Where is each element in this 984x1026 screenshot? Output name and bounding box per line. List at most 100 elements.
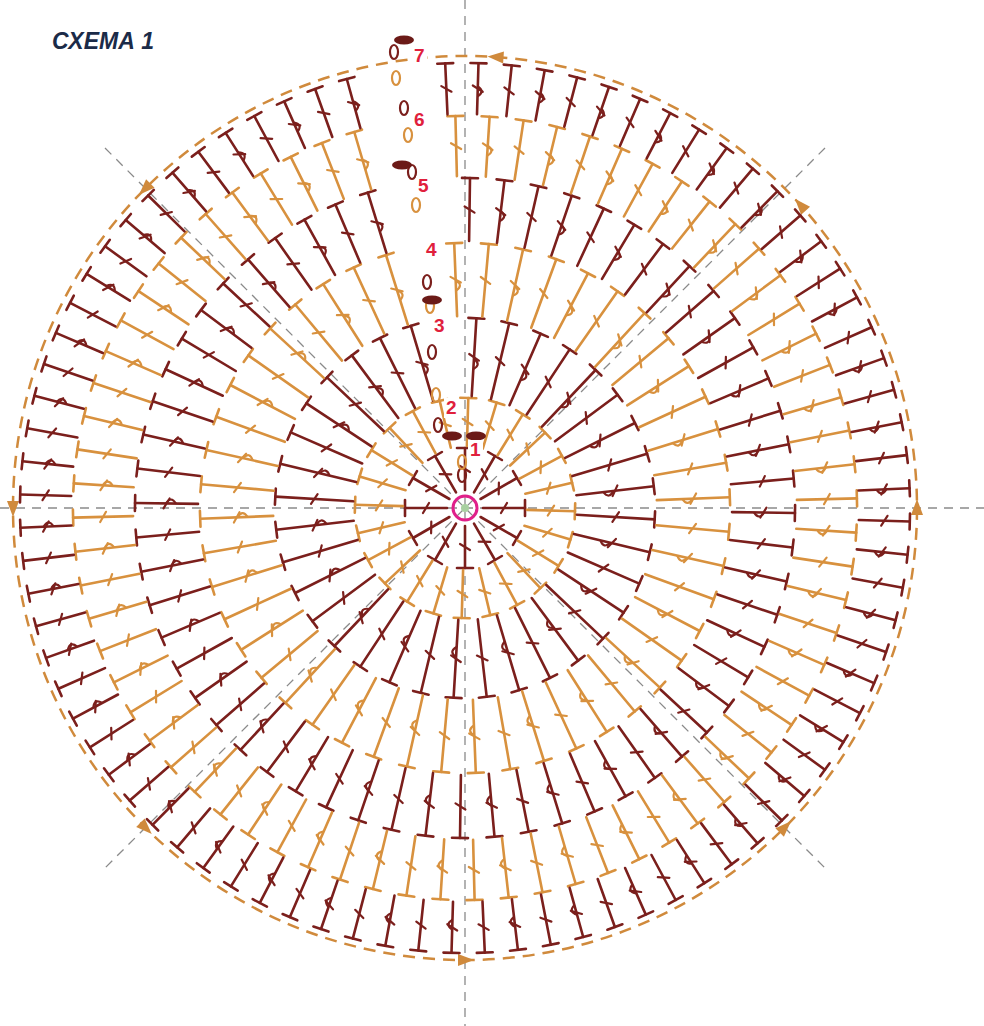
stitch-top <box>91 375 96 390</box>
stitch-crossbar <box>608 459 611 470</box>
stitch-stem <box>748 304 799 335</box>
stitch-top <box>315 140 330 146</box>
stitch-stem <box>407 561 432 602</box>
stitch-crossbar <box>336 774 343 784</box>
stitch-stem <box>724 805 758 844</box>
stitch-stem <box>171 728 216 768</box>
stitch-stem <box>204 541 276 554</box>
post-wave <box>754 208 761 215</box>
stitch-stem <box>354 268 385 334</box>
direction-arrow <box>911 499 923 515</box>
post-wave <box>332 569 341 575</box>
post-wave <box>853 366 862 372</box>
stitch-top <box>908 480 911 496</box>
post-wave <box>248 570 258 575</box>
stitch-top <box>662 838 676 846</box>
stitch-crossbar <box>591 844 603 846</box>
stitch-crossbar <box>110 728 113 740</box>
stitch-stem <box>392 768 406 829</box>
stitch-stem <box>497 180 505 243</box>
stitch-stem <box>89 602 147 619</box>
stitch-crossbar <box>416 922 425 929</box>
stitch-stem <box>827 663 874 683</box>
stitch-crossbar <box>569 610 580 613</box>
stitch-crossbar <box>418 431 430 434</box>
post-wave <box>166 499 176 503</box>
stitch-top <box>34 619 38 634</box>
row-number: 2 <box>444 398 459 418</box>
post-wave <box>366 782 372 792</box>
post-wave <box>57 399 67 404</box>
stitch-crossbar <box>59 614 62 625</box>
stitch-top <box>319 804 334 811</box>
stitch-stem <box>114 656 168 683</box>
post-wave <box>817 530 827 534</box>
stitch-stem <box>649 182 682 232</box>
post-wave <box>51 584 61 589</box>
stitch-stem <box>788 586 846 600</box>
post-wave <box>422 365 427 375</box>
stitch-stem <box>70 303 115 327</box>
stitch-top <box>345 351 358 361</box>
stitch-crossbar <box>511 281 520 289</box>
stitch-stem <box>262 631 318 678</box>
stitch-top <box>600 728 614 737</box>
stitch-stem <box>515 608 550 678</box>
stitch-crossbar <box>208 172 220 173</box>
stitch-top <box>171 842 183 852</box>
stitch-crossbar <box>804 620 813 628</box>
post-wave <box>377 851 382 861</box>
stitch-top <box>854 456 856 472</box>
post-wave <box>604 761 610 770</box>
stitch-crossbar <box>801 370 803 382</box>
stitch-crossbar <box>406 862 415 869</box>
stitch-top <box>72 510 75 526</box>
stitch-top <box>289 787 303 795</box>
stitch-top <box>793 471 794 487</box>
stitch-top <box>512 688 527 693</box>
stitch-stem <box>551 196 571 256</box>
stitch-crossbar <box>178 408 187 416</box>
stitch-top <box>360 190 375 195</box>
post-wave <box>220 673 228 680</box>
stitch-top <box>568 882 583 887</box>
stitch-top <box>722 558 726 574</box>
stitch-stem <box>100 629 156 651</box>
stitch-stem <box>304 220 335 275</box>
post-wave <box>572 905 577 915</box>
stitch-crossbar <box>531 861 542 865</box>
stitch-crossbar <box>716 658 726 664</box>
stitch-crossbar <box>391 289 402 292</box>
stitch-top <box>457 567 473 570</box>
stitch-top <box>364 553 372 567</box>
stitch-top <box>32 388 36 404</box>
stitch-top <box>269 234 282 243</box>
stitch-crossbar <box>498 483 500 495</box>
post-wave <box>727 630 736 636</box>
stitch-top <box>711 592 717 607</box>
stitch-top <box>22 453 24 469</box>
post-wave <box>620 824 626 833</box>
stitch-stem <box>647 113 671 158</box>
stitch-crossbar <box>577 161 585 170</box>
stitch-top <box>648 544 652 560</box>
stitch-stem <box>248 785 281 835</box>
post-wave <box>112 420 122 425</box>
post-wave <box>875 551 885 556</box>
post-wave <box>562 847 567 857</box>
stitch-stem <box>598 879 615 927</box>
stitch-stem <box>725 715 772 752</box>
stitch-top <box>696 624 703 638</box>
post-wave <box>559 225 565 235</box>
stitch-top <box>244 349 253 362</box>
stitch-top <box>645 446 650 461</box>
chain-stitch <box>392 71 400 85</box>
stitch-top <box>191 691 200 704</box>
post-wave <box>804 406 814 411</box>
stitch-top <box>346 264 361 271</box>
stitch-stem <box>109 744 150 775</box>
stitch-top <box>851 559 853 575</box>
stitch-stem <box>153 401 213 421</box>
post-wave <box>103 482 113 486</box>
stitch-stem <box>426 773 434 836</box>
